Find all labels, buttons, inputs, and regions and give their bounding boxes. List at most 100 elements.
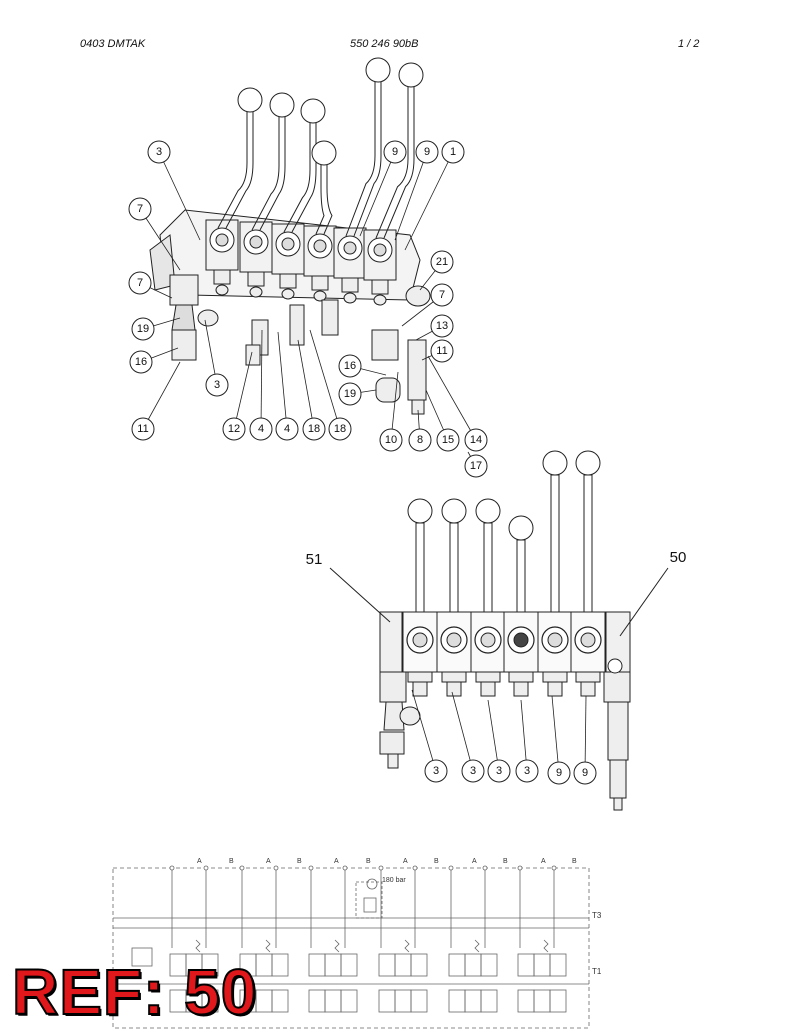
assembly-lever-knob xyxy=(542,450,568,476)
exploded-handles xyxy=(217,57,424,239)
schematic-port-label: A xyxy=(334,858,339,865)
schematic-valve-box xyxy=(271,953,289,977)
schematic-port-label: B xyxy=(572,858,577,865)
schematic-port-dot xyxy=(378,865,384,871)
exploded-callout-circle xyxy=(205,373,229,397)
assembly-spool-hub xyxy=(580,632,596,648)
exploded-lever-knob xyxy=(398,62,424,88)
schematic-valve-box xyxy=(201,989,219,1013)
exploded-spool-hub xyxy=(313,239,327,253)
assembly-callout-leader xyxy=(551,695,560,774)
assembly-spool-hub xyxy=(547,632,563,648)
exploded-callout-number: 7 xyxy=(137,277,143,289)
assembly-spool-plug xyxy=(480,681,496,697)
exploded-callout-number: 9 xyxy=(392,146,398,158)
assembly-spool-hub xyxy=(412,632,428,648)
schematic-valve-box xyxy=(464,989,482,1013)
schematic-valve-box xyxy=(324,953,342,977)
assembly-callout-number: 9 xyxy=(556,767,562,779)
exploded-spool-plug xyxy=(343,292,357,304)
exploded-spool-plug xyxy=(313,290,327,302)
schematic-valve-box xyxy=(308,953,326,977)
exploded-lever-rod-edge xyxy=(291,123,317,233)
assembly-spool-cap xyxy=(575,671,601,683)
exploded-callout-number: 21 xyxy=(436,256,448,268)
schematic-valve-box xyxy=(549,953,567,977)
schematic-port-dot xyxy=(412,865,418,871)
exploded-callout-circle xyxy=(383,140,407,164)
assembly-callout-number: 3 xyxy=(496,765,502,777)
schematic-port-dot xyxy=(203,865,209,871)
schematic-spring xyxy=(334,939,340,953)
exploded-valve-view xyxy=(149,209,431,415)
exploded-lever-knob xyxy=(237,87,263,113)
exploded-callout-number: 8 xyxy=(417,434,423,446)
exploded-callout-leader xyxy=(142,361,181,430)
exploded-callout-circle xyxy=(415,140,439,164)
exploded-callout-leader xyxy=(139,208,181,271)
schematic-port-label: A xyxy=(266,858,271,865)
schematic-valve-box xyxy=(255,989,273,1013)
exploded-lever-rod xyxy=(345,82,376,237)
exploded-callout-leader xyxy=(260,329,263,430)
exploded-callout-leader xyxy=(233,351,253,430)
exploded-callout-number: 17 xyxy=(470,460,482,472)
exploded-callout-leader xyxy=(394,151,428,241)
schematic-port-dot xyxy=(342,865,348,871)
exploded-callout-number: 16 xyxy=(135,356,147,368)
schematic-valve-box xyxy=(378,953,396,977)
exploded-callout-circle xyxy=(131,417,155,441)
schematic-port-label: B xyxy=(434,858,439,865)
schematic-valve-box xyxy=(308,989,326,1013)
schematic-valve-box xyxy=(410,989,428,1013)
exploded-callout-number: 11 xyxy=(436,345,447,357)
exploded-callout-leader xyxy=(427,355,477,441)
exploded-callout-circle xyxy=(338,382,362,406)
exploded-spool-cap xyxy=(311,275,329,291)
schematic-spring xyxy=(474,939,480,953)
schematic-spring xyxy=(543,939,549,953)
schematic-port-dot xyxy=(239,865,245,871)
assembly-callout-number: 3 xyxy=(524,765,530,777)
assembly-callout-leader xyxy=(520,699,528,772)
assembly-callout-circle xyxy=(487,759,511,783)
schematic-valve-box xyxy=(549,989,567,1013)
exploded-callout-circle xyxy=(464,454,488,478)
exploded-lever-rod xyxy=(315,165,325,235)
assembly-lever-knob xyxy=(508,515,534,541)
exploded-spool-cap xyxy=(247,271,265,287)
schematic-valve-box xyxy=(533,953,551,977)
schematic-port-dot xyxy=(551,865,557,871)
exploded-lever-knob xyxy=(269,92,295,118)
assembly-spool-hub xyxy=(446,632,462,648)
assembly-callout-leader xyxy=(584,695,587,774)
schematic-port-label: B xyxy=(366,858,371,865)
assembly-spool-cap xyxy=(542,671,568,683)
exploded-callout-number: 19 xyxy=(137,323,149,335)
schematic-valve-box xyxy=(271,989,289,1013)
exploded-callout-circle xyxy=(129,350,153,374)
schematic-valve-box xyxy=(378,989,396,1013)
exploded-callout-number: 18 xyxy=(308,423,320,435)
exploded-callout-number: 16 xyxy=(344,360,356,372)
assembly-callout-circle xyxy=(461,759,485,783)
schematic-valve-box xyxy=(464,953,482,977)
exploded-callout-leader xyxy=(404,151,454,251)
schematic-valve-box xyxy=(448,953,466,977)
exploded-callout-circle xyxy=(430,339,454,363)
exploded-lever-rod xyxy=(217,112,248,229)
assembly-lever-rod xyxy=(415,522,425,613)
header-left-code: 0403 DMTAK xyxy=(80,38,146,50)
schematic-spring xyxy=(195,939,201,953)
exploded-spool-hub xyxy=(249,235,263,249)
exploded-spool-hub xyxy=(281,237,295,251)
exploded-callout-number: 3 xyxy=(156,146,162,158)
schematic-spring xyxy=(404,939,410,953)
exploded-spool-plug xyxy=(373,294,387,306)
exploded-spool-cap xyxy=(213,269,231,285)
assembly-label-50: 50 xyxy=(670,549,687,566)
assembly-lever-rod xyxy=(550,474,560,613)
exploded-callout-circle xyxy=(338,354,362,378)
